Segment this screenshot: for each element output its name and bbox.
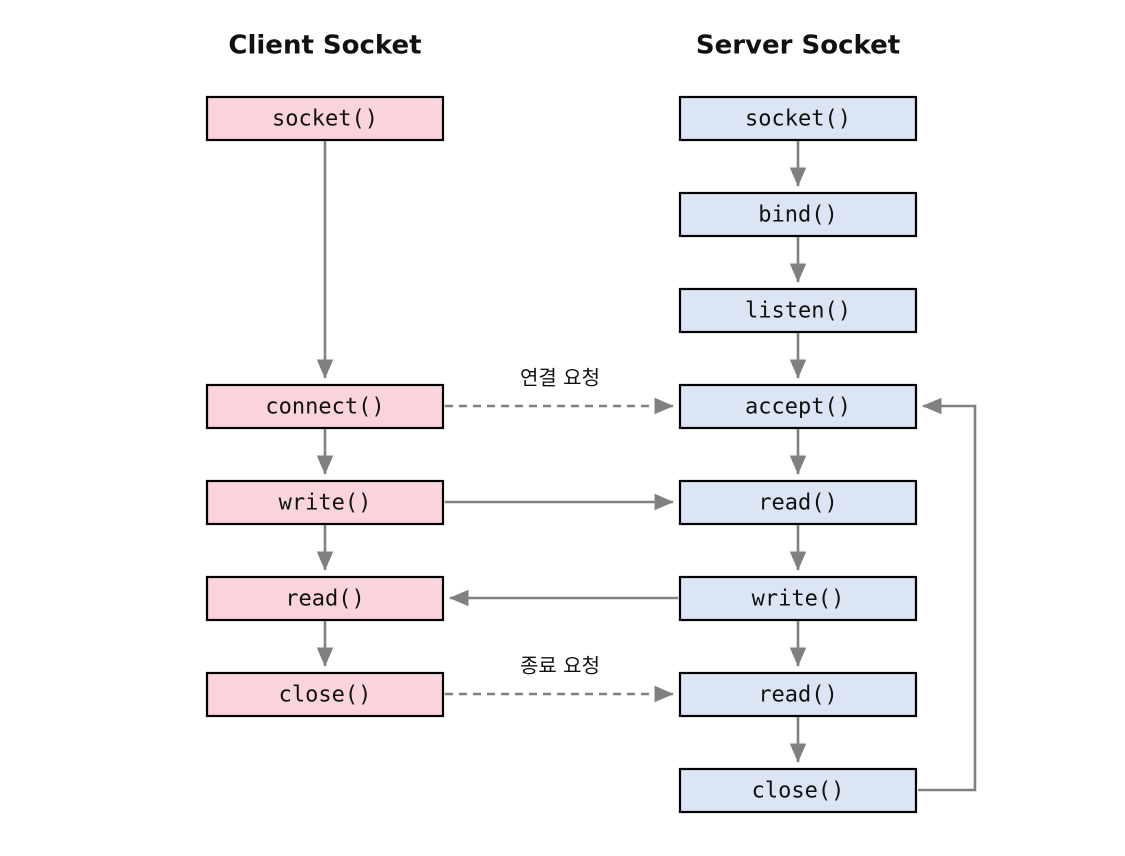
- node-label: read(): [285, 587, 364, 612]
- node-box[interactable]: [678, 575, 918, 622]
- node-client-write[interactable]: write(): [205, 479, 445, 526]
- node-label: read(): [758, 491, 837, 516]
- node-server-read2[interactable]: read(): [678, 671, 918, 718]
- node-label: connect(): [265, 395, 384, 420]
- node-box[interactable]: [205, 383, 445, 430]
- node-label: accept(): [745, 395, 851, 420]
- column-titles-layer: Client Socket Server Socket: [228, 31, 900, 61]
- node-box[interactable]: [205, 479, 445, 526]
- node-client-read[interactable]: read(): [205, 575, 445, 622]
- node-client-connect[interactable]: connect(): [205, 383, 445, 430]
- node-server-read1[interactable]: read(): [678, 479, 918, 526]
- node-box[interactable]: [678, 767, 918, 814]
- node-server-listen[interactable]: listen(): [678, 287, 918, 334]
- node-client-close[interactable]: close(): [205, 671, 445, 718]
- node-label: write(): [752, 587, 845, 612]
- nodes-layer: socket() connect() write() read() close() soc…: [205, 95, 918, 814]
- edge-label: 연결 요청: [520, 366, 600, 390]
- column-title-client: Client Socket: [228, 31, 421, 61]
- node-label: read(): [758, 683, 837, 708]
- node-label: socket(): [272, 107, 378, 132]
- edge-path-solid: [918, 397, 977, 792]
- node-server-socket[interactable]: socket(): [678, 95, 918, 142]
- edge-e-close-accept-loop: [918, 397, 977, 792]
- node-label: socket(): [745, 107, 851, 132]
- node-client-socket[interactable]: socket(): [205, 95, 445, 142]
- node-server-close[interactable]: close(): [678, 767, 918, 814]
- node-label: bind(): [758, 203, 837, 228]
- edge-e-close-read2: 종료 요청: [445, 654, 674, 703]
- node-box[interactable]: [678, 479, 918, 526]
- node-label: listen(): [745, 299, 851, 324]
- node-label: close(): [752, 779, 845, 804]
- node-box[interactable]: [205, 575, 445, 622]
- node-label: close(): [279, 683, 372, 708]
- node-server-bind[interactable]: bind(): [678, 191, 918, 238]
- node-box[interactable]: [678, 383, 918, 430]
- node-box[interactable]: [678, 191, 918, 238]
- node-box[interactable]: [205, 671, 445, 718]
- node-box[interactable]: [678, 671, 918, 718]
- node-box[interactable]: [678, 95, 918, 142]
- node-label: write(): [279, 491, 372, 516]
- edge-e-connect-accept: 연결 요청: [445, 366, 674, 415]
- node-box[interactable]: [678, 287, 918, 334]
- node-box[interactable]: [205, 95, 445, 142]
- node-server-accept[interactable]: accept(): [678, 383, 918, 430]
- edge-label: 종료 요청: [520, 654, 600, 678]
- column-title-server: Server Socket: [696, 31, 900, 61]
- node-server-write[interactable]: write(): [678, 575, 918, 622]
